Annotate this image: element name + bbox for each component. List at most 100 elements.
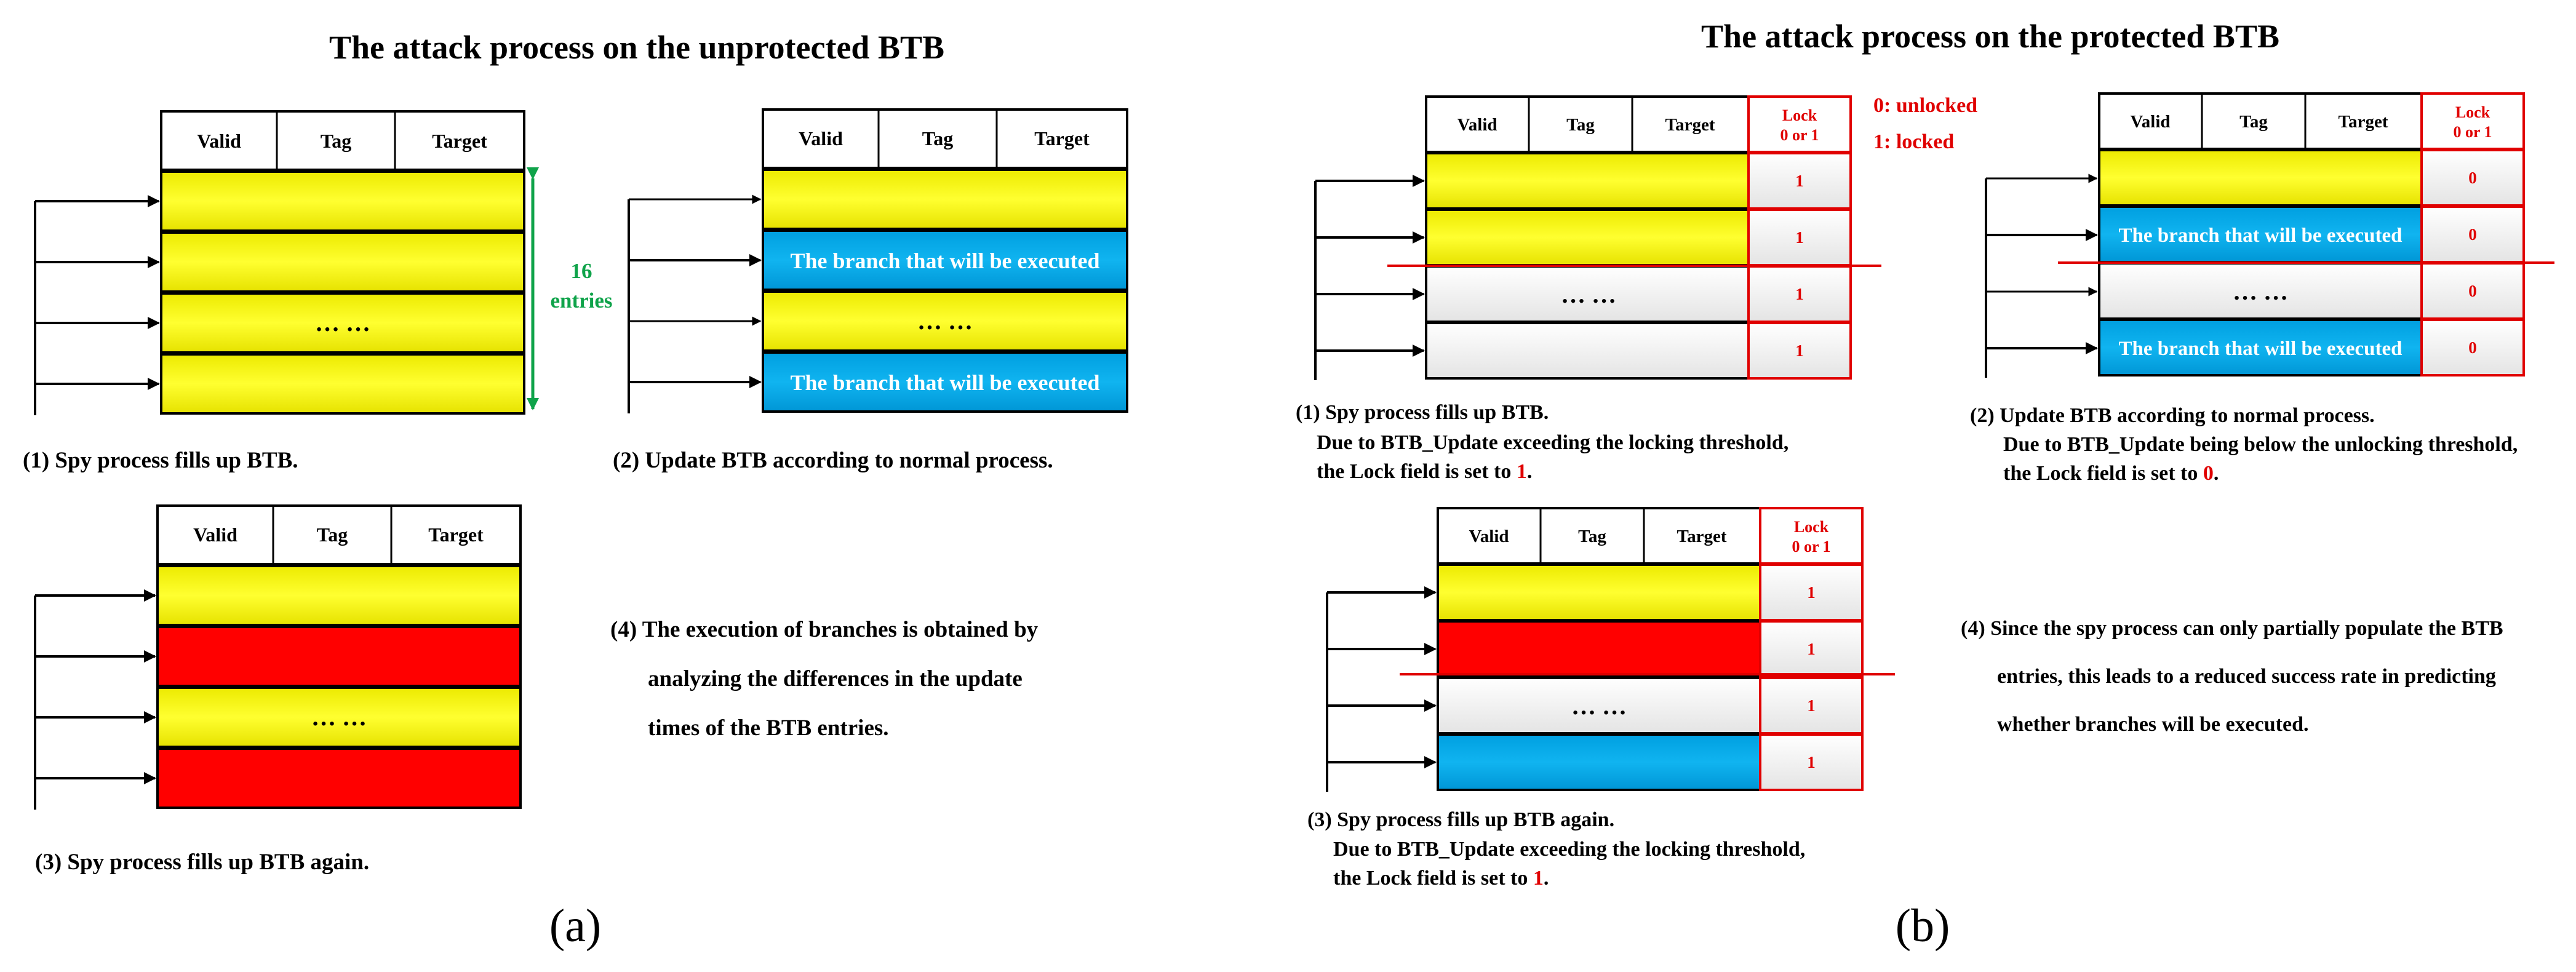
a1-row	[160, 292, 525, 354]
b2-lock-value: 0	[2468, 338, 2477, 357]
a1-row	[160, 170, 525, 232]
a2-row-branch	[762, 351, 1128, 413]
b2-header-row	[2098, 92, 2423, 150]
b-step2-line: the Lock field is set to 0.	[2003, 462, 2219, 485]
b2-branch-label: The branch that will be executed	[2118, 338, 2402, 360]
b-step3-line: the Lock field is set to 1.	[1333, 867, 1549, 890]
a1-table: Valid Tag Target … … 16 entries (1) Spy …	[23, 110, 613, 473]
panel-b: The attack process on the protected BTB …	[1296, 18, 2554, 952]
b-step3-line: Due to BTB_Update exceeding the locking …	[1333, 838, 1805, 861]
b-step4-caption: (4) Since the spy process can only parti…	[1961, 617, 2503, 736]
a2-table: Valid Tag Target The branch that will be…	[613, 108, 1128, 473]
b1-col-valid: Valid	[1457, 115, 1497, 135]
panel-a-label: (a)	[549, 900, 601, 952]
b3-ellipsis: … …	[1571, 692, 1627, 720]
a2-row	[762, 290, 1128, 352]
b-step4-line: entries, this leads to a reduced success…	[1997, 665, 2496, 688]
b2-col-tag: Tag	[2239, 112, 2268, 132]
a2-header-row	[762, 108, 1128, 169]
b1-lock-value: 1	[1795, 285, 1804, 303]
b2-lock-value: 0	[2468, 282, 2477, 300]
b3-lock-value: 1	[1807, 640, 1816, 658]
b-step2-line: (2) Update BTB according to normal proce…	[1970, 404, 2375, 427]
b1-lock-value: 1	[1795, 341, 1804, 360]
b2-row-branch	[2098, 319, 2423, 376]
a2-row-branch	[762, 229, 1128, 291]
b2-lock-cell	[2420, 319, 2525, 376]
a2-branch-label: The branch that will be executed	[791, 249, 1100, 273]
b2-lock-cell	[2420, 149, 2525, 207]
a3-header-row	[156, 504, 522, 565]
lock-legend-locked: 1: locked	[1873, 130, 1954, 153]
b2-col-valid: Valid	[2130, 112, 2170, 132]
b2-row	[2098, 149, 2423, 207]
a2-col-target: Target	[1034, 127, 1090, 149]
a3-row-updated	[156, 626, 522, 687]
b3-lock-title: Lock	[1794, 518, 1829, 536]
b1-lock-value: 1	[1795, 172, 1804, 190]
b2-lock-value: 0	[2468, 169, 2477, 187]
a-step2-caption: (2) Update BTB according to normal proce…	[613, 448, 1053, 473]
a1-row	[160, 353, 525, 415]
b3-lock-cell	[1759, 733, 1864, 791]
b1-row	[1425, 209, 1750, 266]
a3-row-updated	[156, 747, 522, 809]
b3-row-updated	[1437, 620, 1761, 678]
b3-lock-value: 1	[1807, 753, 1816, 771]
b-step4-line: (4) Since the spy process can only parti…	[1961, 617, 2503, 640]
b1-lock-cell	[1747, 152, 1852, 210]
a3-col-tag: Tag	[317, 524, 348, 546]
b-step1-line: (1) Spy process fills up BTB.	[1296, 401, 1549, 424]
b3-col-valid: Valid	[1469, 527, 1509, 546]
a3-table: Valid Tag Target … … (3) Spy process fil…	[34, 504, 522, 875]
b1-row	[1425, 152, 1750, 210]
lock-legend-unlocked: 0: unlocked	[1873, 94, 1977, 117]
a2-branch-label: The branch that will be executed	[791, 370, 1100, 395]
b1-row-empty	[1425, 322, 1750, 380]
b-step1-line: the Lock field is set to 1.	[1317, 460, 1532, 483]
b2-row-branch	[2098, 205, 2423, 263]
a2-col-valid: Valid	[799, 127, 843, 149]
b2-lock-value: 0	[2468, 225, 2477, 244]
b1-lock-value: 1	[1795, 228, 1804, 247]
b1-lock-title: Lock	[1782, 106, 1817, 124]
a1-col-target: Target	[432, 130, 487, 152]
panel-b-title: The attack process on the protected BTB	[1701, 18, 2279, 55]
a3-col-target: Target	[428, 524, 484, 546]
b1-col-tag: Tag	[1566, 115, 1595, 135]
b3-table: Valid Tag Target Lock 0 or 1 1 1 1 1 … …	[1307, 507, 1895, 890]
a-step4-line: (4) The execution of branches is obtaine…	[610, 617, 1039, 642]
b3-lock-cell	[1759, 564, 1864, 621]
b2-col-target: Target	[2338, 112, 2388, 132]
panel-a: The attack process on the unprotected BT…	[23, 29, 1128, 952]
b2-table: Valid Tag Target Lock 0 or 1 0 0 0 0 The…	[1970, 92, 2554, 485]
a1-col-valid: Valid	[197, 130, 241, 152]
b-step1-line: Due to BTB_Update exceeding the locking …	[1317, 431, 1788, 454]
b2-branch-label: The branch that will be executed	[2118, 225, 2402, 247]
a2-row	[762, 169, 1128, 230]
a2-ellipsis: … …	[917, 307, 973, 335]
a3-col-valid: Valid	[193, 524, 237, 546]
a1-header-row	[160, 110, 525, 171]
a3-ellipsis: … …	[311, 703, 367, 731]
panel-a-title: The attack process on the unprotected BT…	[329, 29, 944, 66]
b3-row	[1437, 564, 1761, 621]
b3-lock-range: 0 or 1	[1792, 538, 1830, 556]
a1-entries-count: 16	[571, 259, 592, 283]
a-step4-line: analyzing the differences in the update	[648, 666, 1023, 691]
b1-col-target: Target	[1665, 115, 1715, 135]
b-step4-line: whether branches will be executed.	[1997, 713, 2308, 736]
a1-entries-word: entries	[550, 289, 612, 313]
b1-table: Valid Tag Target Lock 0 or 1 1 1 1 1 … …	[1296, 94, 1977, 483]
a-step4-line: times of the BTB entries.	[648, 715, 889, 741]
a1-row	[160, 231, 525, 293]
b3-col-tag: Tag	[1578, 527, 1606, 546]
b3-col-target: Target	[1677, 527, 1726, 546]
b3-row-empty	[1437, 677, 1761, 735]
b2-lock-title: Lock	[2455, 103, 2490, 121]
panel-b-label: (b)	[1896, 900, 1950, 952]
b-step3-line: (3) Spy process fills up BTB again.	[1307, 808, 1614, 831]
a1-ellipsis: … …	[315, 309, 370, 337]
b1-lock-cell	[1747, 322, 1852, 380]
b3-lock-cell	[1759, 677, 1864, 735]
